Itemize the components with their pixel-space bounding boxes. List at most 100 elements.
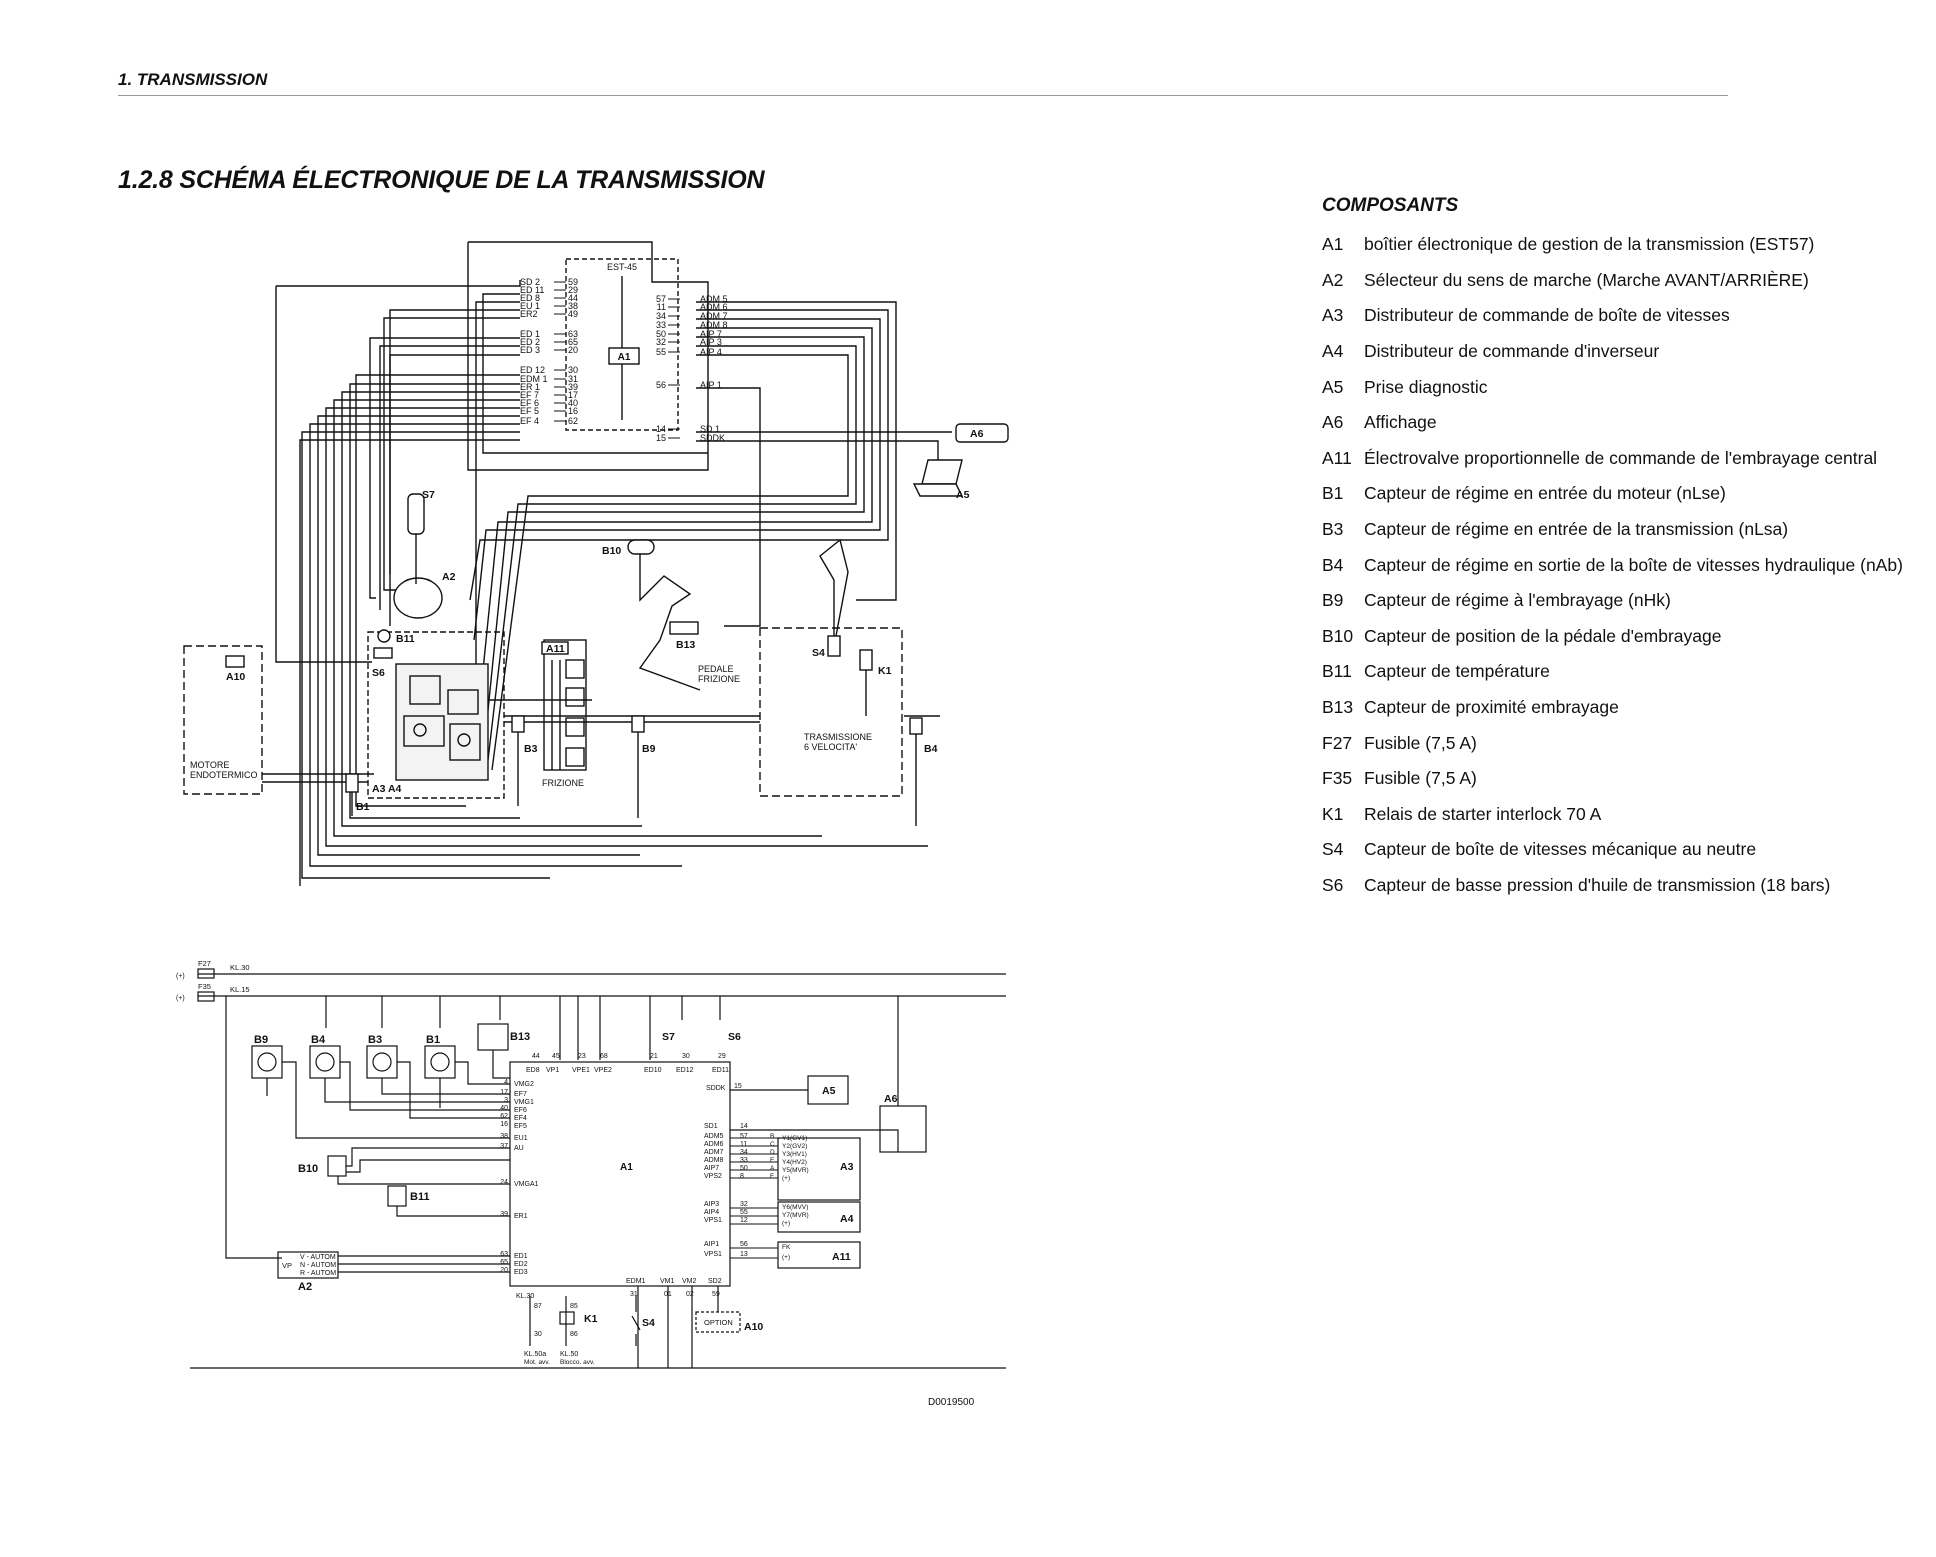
a4-coil-label: (+) bbox=[782, 1220, 790, 1227]
ecu-left-pin: 3 bbox=[504, 1097, 508, 1104]
ecu-top-signal: VP1 bbox=[546, 1067, 559, 1074]
component-description: Capteur de boîte de vitesses mécanique a… bbox=[1364, 839, 1757, 860]
component-code: F27 bbox=[1322, 732, 1353, 753]
ecu-left-signal: VMGA1 bbox=[514, 1181, 539, 1188]
ecu-top-pin: 44 bbox=[532, 1053, 540, 1060]
ecu-left-signal: ED3 bbox=[514, 1269, 528, 1276]
component-tag: B4 bbox=[924, 743, 938, 755]
ecu-right-pin: 50 bbox=[740, 1165, 748, 1172]
component-code: A5 bbox=[1322, 376, 1344, 397]
component-description: Affichage bbox=[1364, 412, 1437, 433]
ecu-right-signal: AIP4 bbox=[704, 1209, 719, 1216]
ecu-right-pin: 11 bbox=[657, 302, 666, 312]
kl50-label: KL.50 bbox=[560, 1351, 578, 1358]
component-description: Fusible (7,5 A) bbox=[1364, 732, 1477, 753]
a3-pin-letter: F bbox=[770, 1173, 774, 1180]
ecu-bottom-pin: 31 bbox=[630, 1291, 638, 1298]
pedal-label: PEDALE bbox=[698, 664, 734, 674]
ecu-left-pin: 40 bbox=[568, 398, 578, 408]
b4-sensor bbox=[309, 1045, 341, 1079]
b9-sensor bbox=[251, 1045, 283, 1079]
k1-pin: 87 bbox=[534, 1303, 542, 1310]
ecu-top-pin: 30 bbox=[682, 1053, 690, 1060]
component-code: B11 bbox=[1322, 661, 1352, 682]
a3-coil-label: Y2(GV2) bbox=[782, 1143, 807, 1150]
ecu-top-pin: 45 bbox=[552, 1053, 560, 1060]
ecu-top-pin: 21 bbox=[650, 1053, 658, 1060]
ecu-right-pin: 34 bbox=[656, 311, 666, 321]
ecu-right-signal: AIP 3 bbox=[700, 337, 722, 347]
a2-row: R - AUTOM bbox=[300, 1270, 336, 1277]
component-tag: A5 bbox=[956, 489, 970, 501]
ecu-right-signal: SD1 bbox=[704, 1123, 718, 1130]
ecu-left-signal: ED1 bbox=[514, 1253, 528, 1260]
a11-label: A11 bbox=[832, 1251, 851, 1263]
a11-coil-label: FK bbox=[782, 1244, 791, 1251]
ecu-left-pin: 31 bbox=[568, 374, 578, 384]
kl50a-sub: Mot. avv. bbox=[524, 1359, 550, 1366]
component-tag: S4 bbox=[812, 647, 825, 659]
component-code: K1 bbox=[1322, 803, 1344, 824]
ecu-bottom-signal: VM1 bbox=[660, 1278, 675, 1285]
ecu-right-signal: AIP1 bbox=[704, 1241, 719, 1248]
b4-label: B4 bbox=[311, 1034, 326, 1046]
ecu-right-signal: ADM5 bbox=[704, 1133, 724, 1140]
k1-label: K1 bbox=[584, 1313, 598, 1325]
ecu-top-pin: 23 bbox=[578, 1053, 586, 1060]
a4-coils-box bbox=[777, 1201, 861, 1233]
ecu-left-pin: 65 bbox=[568, 337, 578, 347]
engine-label: ENDOTERMICO bbox=[190, 770, 258, 780]
a2-label: A2 bbox=[298, 1281, 312, 1293]
a2-vp: VP bbox=[282, 1261, 292, 1270]
component-description: Capteur de proximité embrayage bbox=[1364, 697, 1619, 718]
ecu-left-signal: ED 11 bbox=[520, 285, 544, 295]
ecu-box bbox=[565, 258, 679, 431]
component-row: S4 Capteur de boîte de vitesses mécanique… bbox=[1322, 832, 1922, 868]
b13-sensor bbox=[477, 1023, 509, 1051]
ecu-right-signal: ADM 7 bbox=[700, 311, 728, 321]
b10-sensor-drawing bbox=[627, 539, 655, 555]
ecu-label: A1 bbox=[618, 352, 631, 363]
ecu-right-pin: 34 bbox=[740, 1149, 748, 1156]
ecu-left-pin: 49 bbox=[568, 309, 578, 319]
ecu-right-pin: 50 bbox=[656, 329, 666, 339]
document-code: D0019500 bbox=[928, 1397, 975, 1408]
ecu-right-pin: 55 bbox=[656, 347, 666, 357]
f35-label: F35 bbox=[198, 982, 211, 991]
b9-label: B9 bbox=[254, 1034, 268, 1046]
ecu-top-signal: ED8 bbox=[526, 1067, 540, 1074]
a5-laptop-icon bbox=[921, 459, 963, 485]
ecu-right-pin: 55 bbox=[740, 1209, 748, 1216]
ecu-left-pin: 17 bbox=[568, 390, 578, 400]
a11-coil-label: (+) bbox=[782, 1254, 790, 1261]
ecu-right-signal: SDDK bbox=[700, 433, 725, 443]
component-description: Fusible (7,5 A) bbox=[1364, 768, 1477, 789]
transmission-label: TRASMISSIONE bbox=[804, 732, 872, 742]
plus-label: (+) bbox=[176, 973, 185, 980]
a4-label: A4 bbox=[840, 1213, 854, 1225]
plus-label: (+) bbox=[176, 995, 185, 1002]
component-description: Capteur de régime à l'embrayage (nHk) bbox=[1364, 590, 1671, 611]
component-code: B1 bbox=[1322, 483, 1344, 504]
b10-sensor bbox=[327, 1155, 347, 1177]
f27-fuse bbox=[197, 968, 215, 979]
a3-coil-label: Y5(MVR) bbox=[782, 1167, 809, 1174]
b1-label: B1 bbox=[426, 1034, 440, 1046]
ecu-right-pin: 12 bbox=[740, 1217, 748, 1224]
a6-label: A6 bbox=[884, 1093, 898, 1105]
ecu-left-signal: EF 6 bbox=[520, 398, 539, 408]
component-tag: B1 bbox=[356, 801, 370, 813]
ecu-right-pin: 13 bbox=[740, 1251, 748, 1258]
ecu-top-signal: ED10 bbox=[644, 1067, 662, 1074]
component-code: S4 bbox=[1322, 839, 1344, 860]
component-description: Capteur de position de la pédale d'embra… bbox=[1364, 625, 1722, 646]
